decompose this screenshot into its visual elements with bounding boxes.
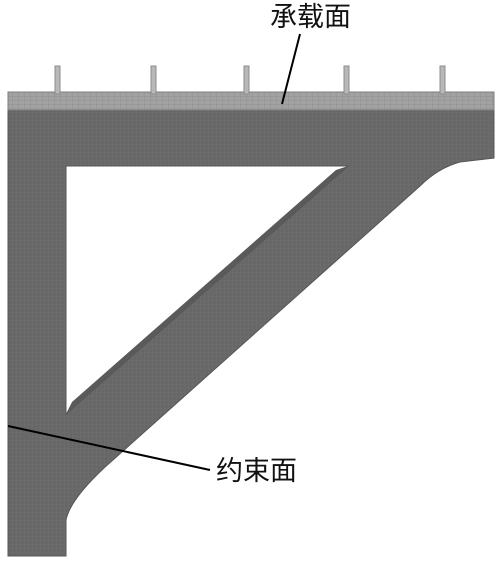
brace-edge-shade [66,166,348,414]
constraint-surface-label: 约束面 [216,456,297,487]
loading-plate [7,91,495,111]
load-post [243,65,250,95]
leader-line-constraint [7,425,211,471]
loading-surface-label: 承载面 [270,2,351,33]
load-post [54,65,61,95]
bracket-body [7,107,495,557]
load-posts [54,65,446,95]
load-post [439,65,446,95]
load-post [343,65,350,95]
load-post [150,65,157,95]
leader-line-loading [281,33,301,105]
